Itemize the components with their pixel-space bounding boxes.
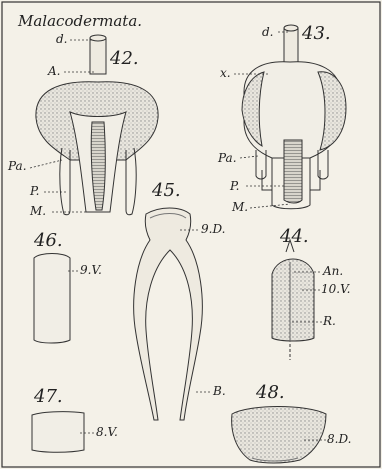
figure-44-number: 44. [280,228,309,246]
figure-46 [34,254,70,344]
fig42-label-M: M. [30,205,46,217]
fig46-label-9V: 9.V. [80,264,102,276]
fig48-label-8D: 8.D. [327,433,351,445]
fig45-label-9D: 9.D. [201,223,225,235]
fig42-label-A: A. [48,65,60,77]
plate-title: Malacodermata. [18,14,142,29]
figure-47-number: 47. [34,388,63,406]
fig43-label-x: x. [220,67,231,79]
figure-43-number: 43. [302,25,331,43]
fig45-label-B: B. [213,385,226,397]
fig43-label-M: M. [232,201,248,213]
figure-43 [242,25,346,209]
fig47-label-8V: 8.V. [96,426,118,438]
figure-45 [134,208,203,420]
figure-42-number: 42. [110,50,139,68]
figure-45-number: 45. [152,182,181,200]
figure-47 [32,412,84,453]
figure-44 [272,240,314,360]
figure-48-number: 48. [256,384,285,402]
figure-48 [232,407,326,464]
fig43-label-P: P. [230,180,239,192]
fig43-label-d: d. [262,26,274,38]
figure-42 [36,35,158,215]
fig42-label-d: d. [56,33,68,45]
fig44-label-R: R. [323,315,336,327]
fig44-label-An: An. [323,265,343,277]
fig44-label-10V: 10.V. [321,283,350,295]
fig42-label-P: P. [30,185,39,197]
figure-46-number: 46. [34,232,63,250]
fig42-label-Pa: Pa. [8,160,27,172]
fig43-label-Pa: Pa. [218,152,237,164]
